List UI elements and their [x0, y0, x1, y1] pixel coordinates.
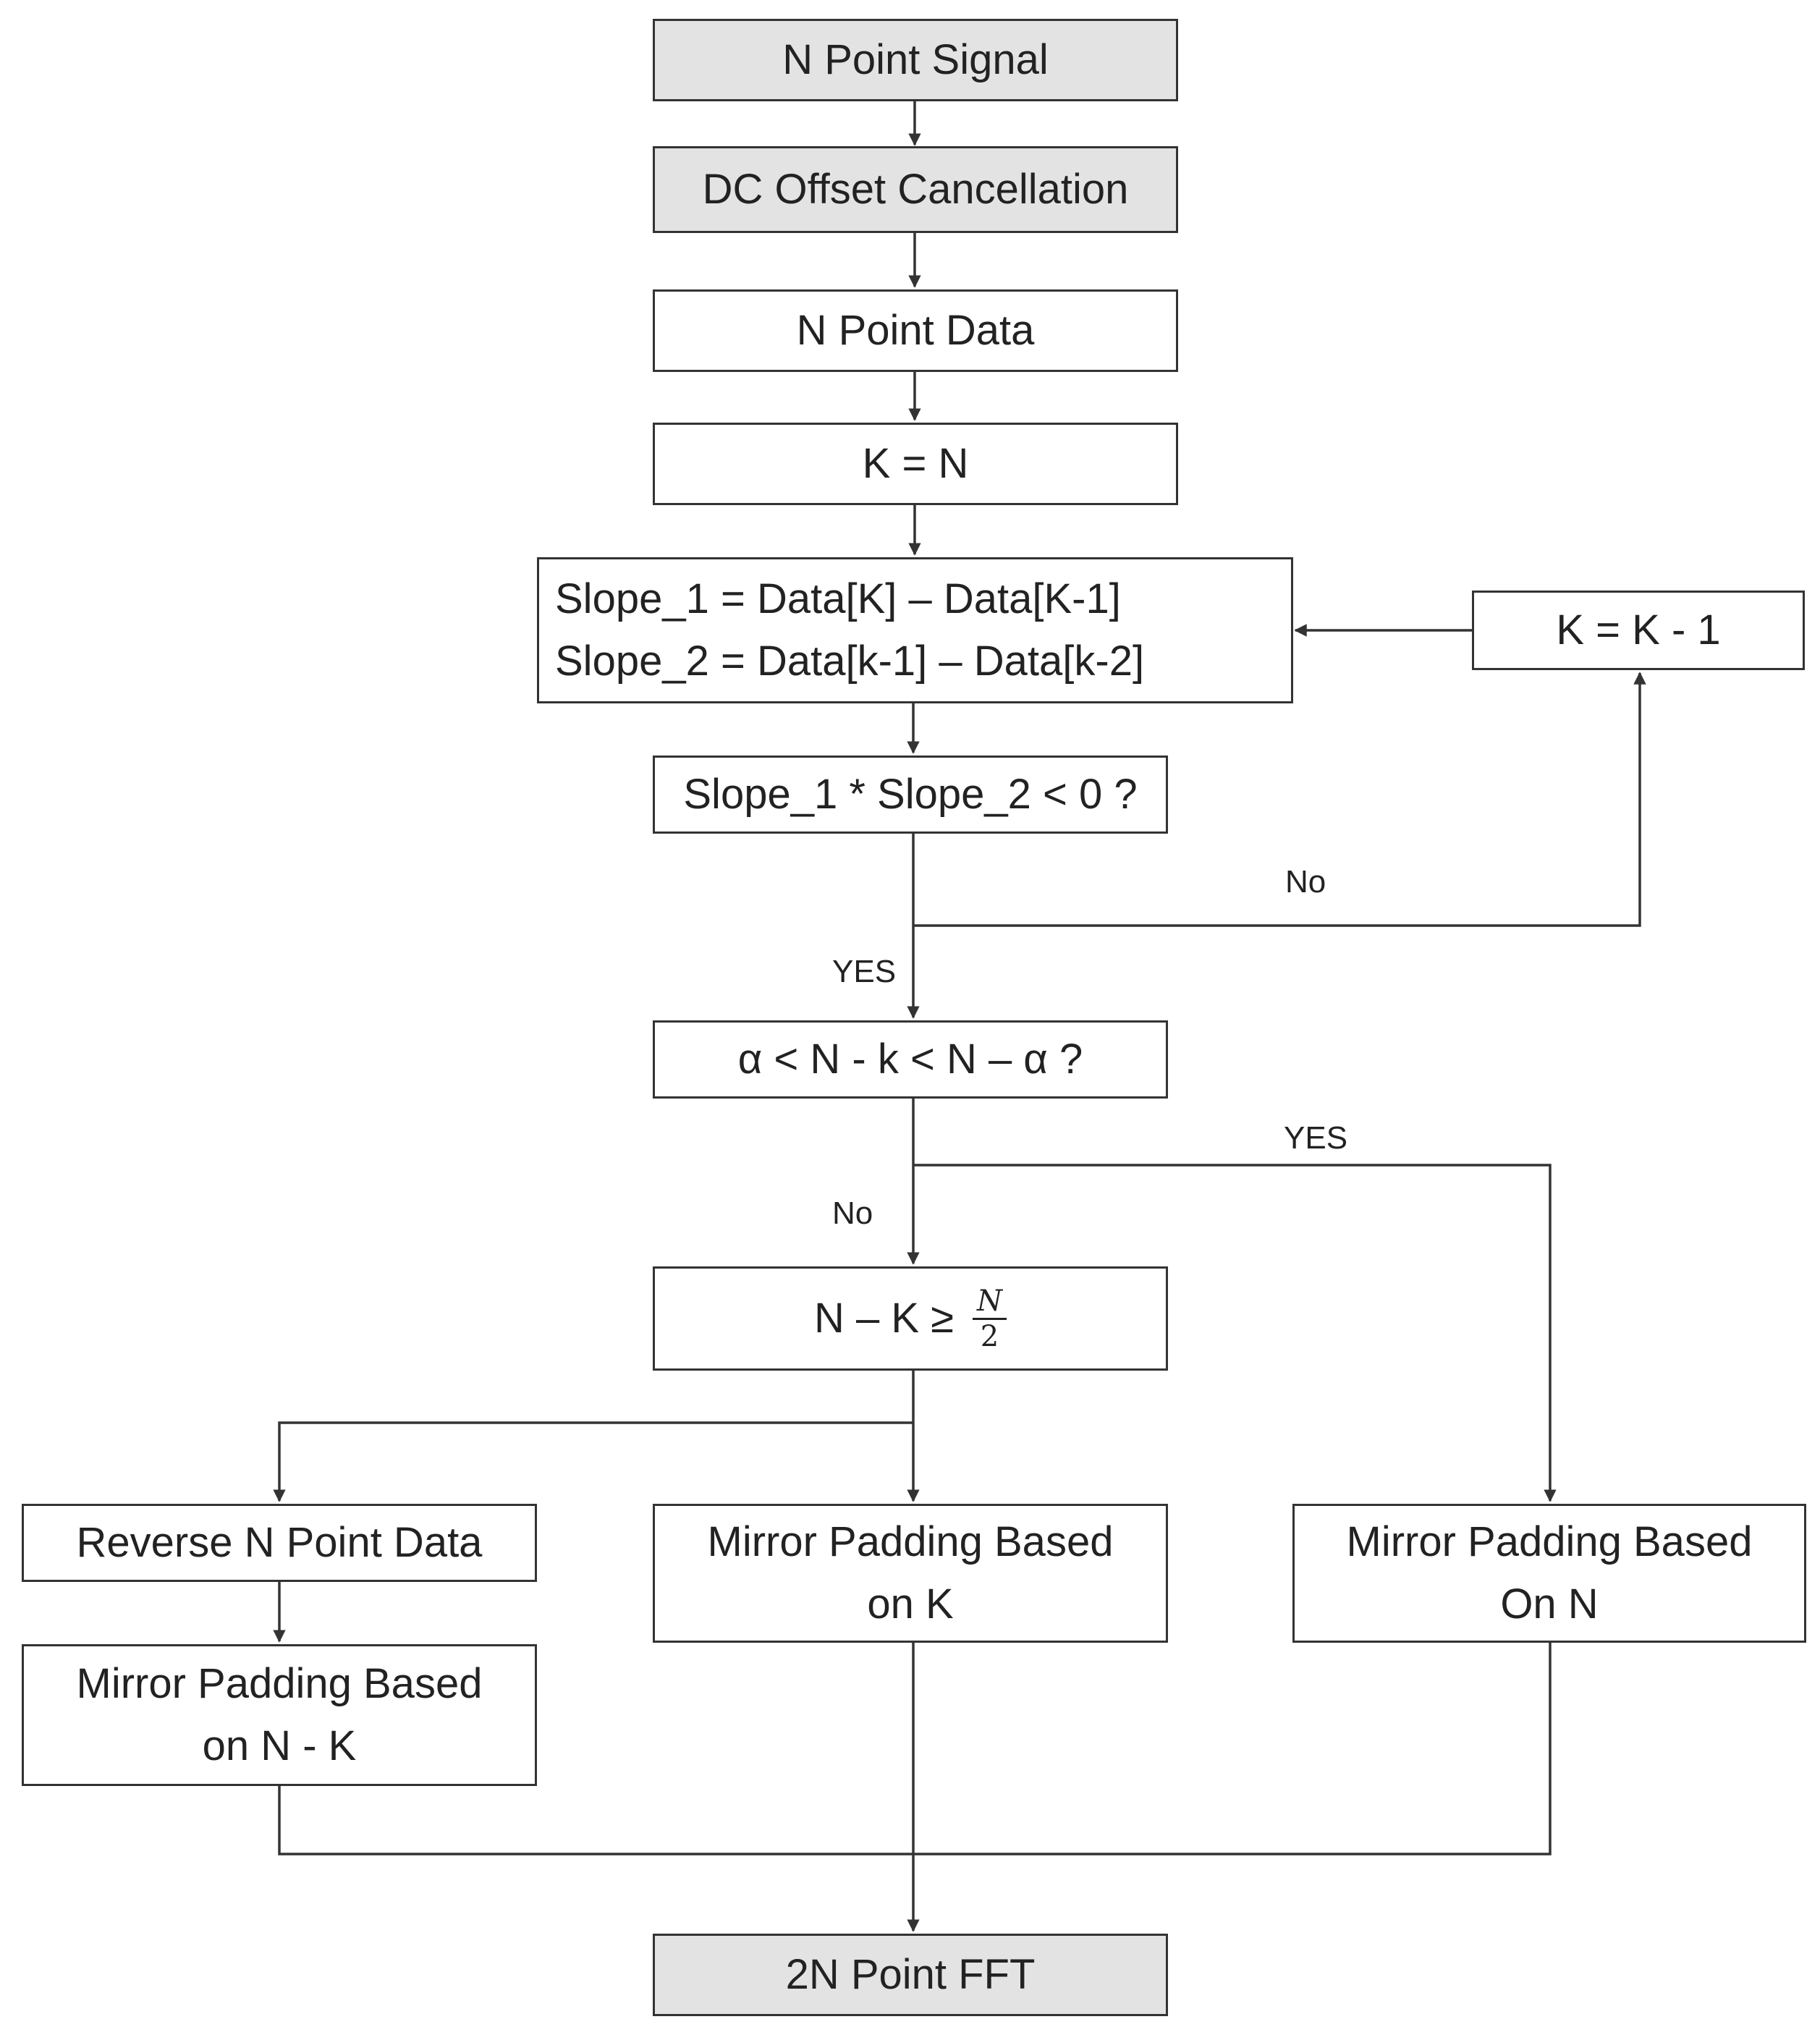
slope-line-2: Slope_2 = Data[k-1] – Data[k-2] [555, 638, 1145, 685]
node-dc-offset-label: DC Offset Cancellation [702, 166, 1129, 213]
node-n-point-signal-label: N Point Signal [782, 36, 1049, 83]
node-dc-offset-cancellation: DC Offset Cancellation [653, 146, 1178, 233]
node-mirror-padding-k: Mirror Padding Based on K [653, 1504, 1168, 1643]
mirror-nk-line-2: on N - K [202, 1722, 357, 1769]
node-2n-point-fft: 2N Point FFT [653, 1934, 1168, 2016]
decision-alpha-range: α < N - k < N – α ? [653, 1020, 1168, 1099]
node-n-point-data-label: N Point Data [796, 307, 1035, 354]
node-k-decrement-label: K = K - 1 [1556, 606, 1721, 653]
edge-nk-to-reverse [273, 1421, 913, 1502]
node-mirror-padding-nk: Mirror Padding Based on N - K [22, 1644, 537, 1786]
node-k-equals-n: K = N [653, 423, 1178, 505]
mirror-k-line-1: Mirror Padding Based [707, 1518, 1114, 1565]
n-over-2-fraction: N 2 [973, 1285, 1007, 1353]
decision-n-minus-k: N – K ≥ N 2 [653, 1266, 1168, 1371]
node-n-point-data: N Point Data [653, 289, 1178, 372]
edge-label-slope-yes: YES [832, 954, 897, 989]
edge-alpha-yes [913, 1164, 1557, 1502]
n-minus-k-expression: N – K ≥ N 2 [814, 1285, 1007, 1353]
fraction-numerator: N [973, 1285, 1007, 1320]
node-fft-label: 2N Point FFT [785, 1951, 1036, 1998]
mirror-nk-line-1: Mirror Padding Based [76, 1660, 483, 1707]
decision-alpha-range-label: α < N - k < N – α ? [737, 1036, 1083, 1083]
edge-label-slope-no: No [1285, 864, 1326, 900]
edge-mirror-nk-to-merge [278, 1643, 1552, 1855]
slope-line-1: Slope_1 = Data[K] – Data[K-1] [555, 575, 1121, 622]
decision-slope-sign: Slope_1 * Slope_2 < 0 ? [653, 756, 1168, 834]
edge-no-loop [913, 672, 1646, 927]
node-k-equals-n-label: K = N [862, 440, 969, 487]
mirror-k-line-2: on K [867, 1580, 954, 1628]
n-minus-k-prefix: N – K ≥ [813, 1295, 954, 1342]
edge-label-alpha-yes: YES [1284, 1120, 1348, 1156]
edge-label-alpha-no: No [832, 1196, 873, 1231]
node-mirror-padding-n: Mirror Padding Based On N [1292, 1504, 1806, 1643]
mirror-n-line-2: On N [1500, 1580, 1599, 1628]
fraction-denominator: 2 [980, 1319, 999, 1353]
node-k-decrement: K = K - 1 [1472, 591, 1805, 670]
node-reverse-label: Reverse N Point Data [76, 1519, 483, 1566]
node-slope-computation: Slope_1 = Data[K] – Data[K-1] Slope_2 = … [537, 557, 1293, 703]
node-reverse-n-point-data: Reverse N Point Data [22, 1504, 537, 1582]
node-n-point-signal: N Point Signal [653, 19, 1178, 101]
decision-slope-sign-label: Slope_1 * Slope_2 < 0 ? [683, 771, 1138, 818]
mirror-n-line-1: Mirror Padding Based [1346, 1518, 1753, 1565]
